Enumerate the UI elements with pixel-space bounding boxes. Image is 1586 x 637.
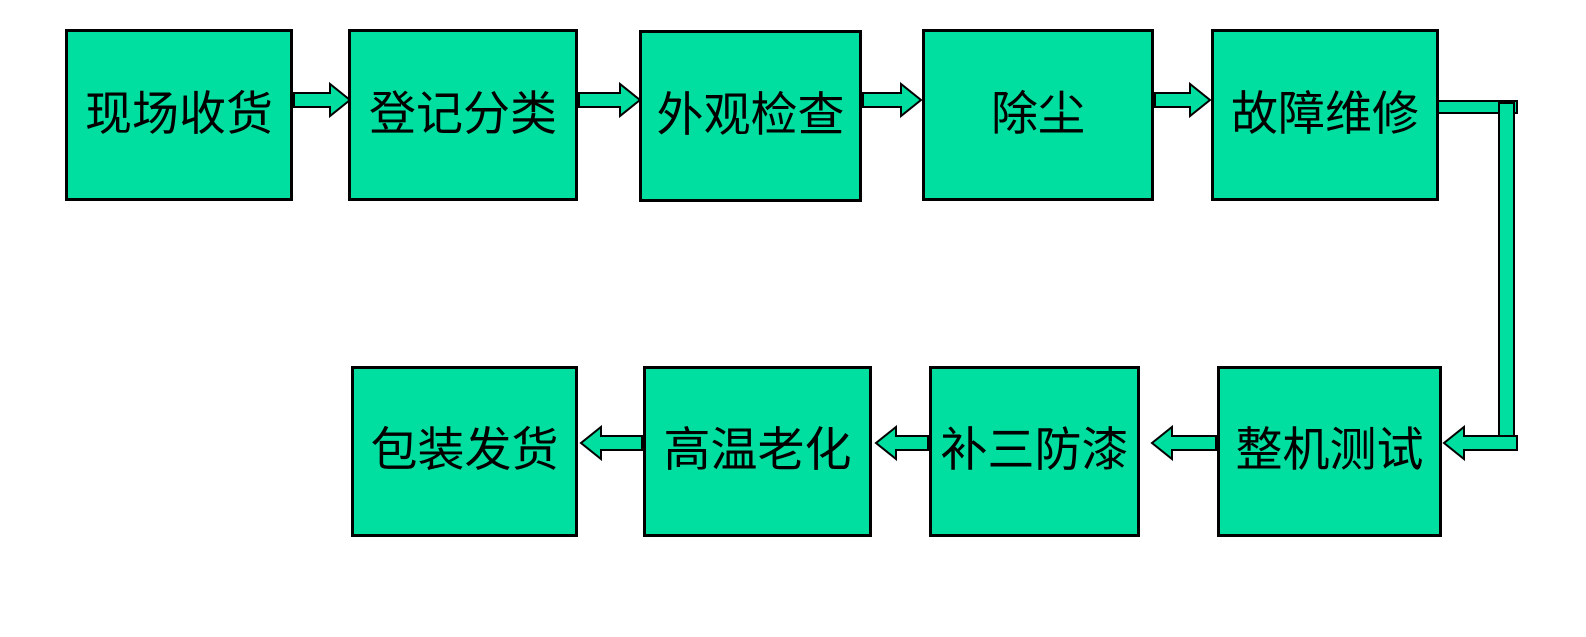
arrow-coating-to-aging [874, 424, 929, 462]
node-label: 登记分类 [369, 88, 557, 141]
arrow-repair-to-test [1442, 424, 1518, 462]
arrow-test-to-coating [1150, 424, 1217, 462]
arrow-dust-to-repair [1154, 81, 1212, 119]
node-label: 故障维修 [1231, 88, 1419, 141]
elbow-vertical-bar [1498, 102, 1515, 449]
node-whole-machine-test: 整机测试 [1217, 366, 1442, 537]
node-visual-inspection: 外观检查 [639, 30, 862, 202]
arrow-receive-to-register [293, 81, 352, 119]
node-pack-and-ship: 包装发货 [351, 366, 578, 537]
node-dust-removal: 除尘 [922, 29, 1154, 201]
node-fault-repair: 故障维修 [1211, 29, 1439, 201]
node-receive-onsite: 现场收货 [65, 29, 293, 201]
node-register-classify: 登记分类 [348, 29, 578, 201]
node-label: 除尘 [991, 88, 1085, 141]
node-label: 整机测试 [1235, 425, 1424, 477]
arrow-register-to-inspection [578, 81, 642, 119]
node-conformal-coat-touchup: 补三防漆 [929, 366, 1140, 537]
arrow-aging-to-ship [579, 424, 643, 462]
node-label: 补三防漆 [940, 425, 1129, 477]
arrow-inspection-to-dust [862, 81, 923, 119]
node-high-temp-aging: 高温老化 [643, 366, 872, 537]
node-label: 现场收货 [85, 88, 273, 141]
node-label: 高温老化 [663, 425, 852, 477]
node-label: 外观检查 [656, 89, 845, 142]
node-label: 包装发货 [370, 425, 559, 477]
